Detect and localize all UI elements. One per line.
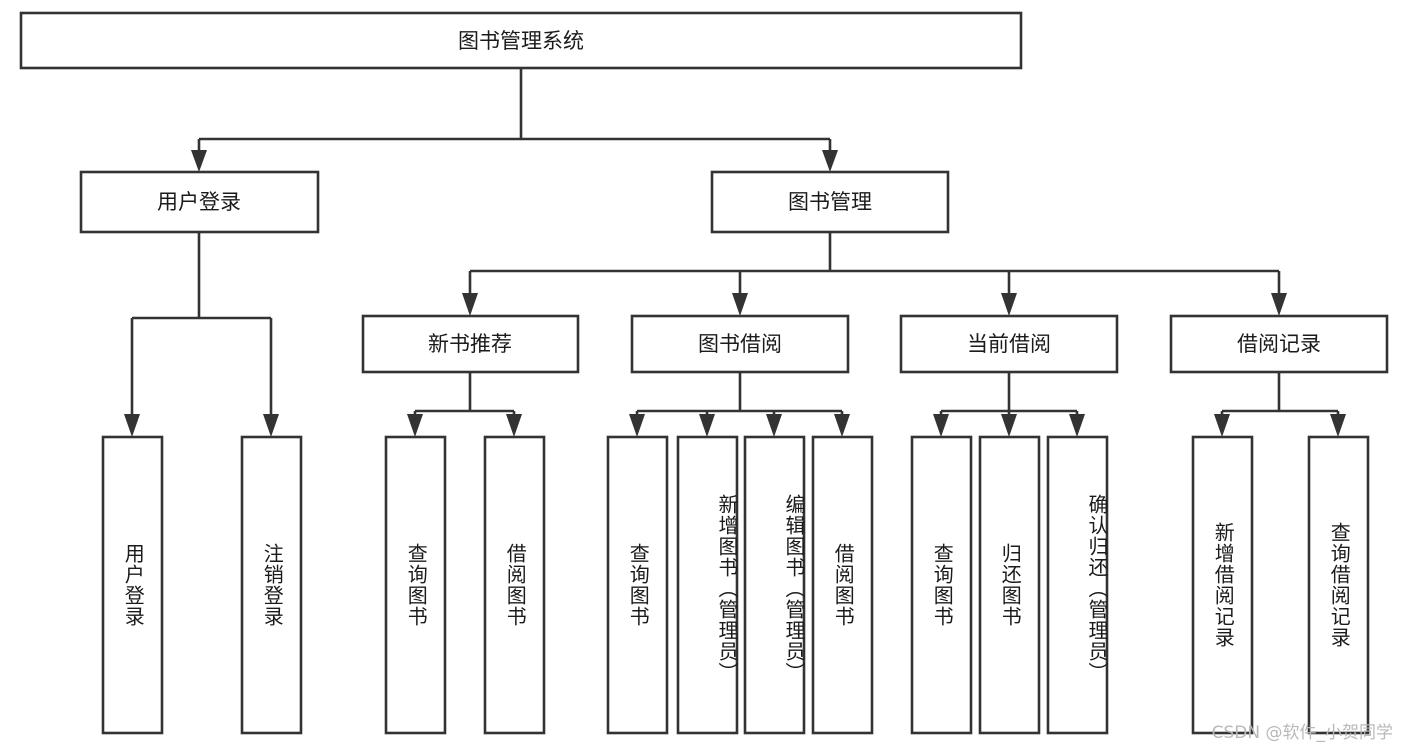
node-borrow-record-label: 借阅记录 [1237, 332, 1321, 356]
node-user-login[interactable]: 用户登录 [79, 170, 320, 234]
watermark-text: CSDN @软件_小贺同学 [1211, 723, 1393, 743]
leaf-node-layer [101, 435, 1370, 735]
node-leaf-edit-book-box[interactable] [743, 435, 806, 735]
arrow-head-leaf-query-book-2 [629, 414, 645, 437]
arrow-head-leaf-borrow-book-1 [506, 414, 522, 437]
node-user-login-box[interactable] [79, 170, 320, 234]
arrow-head-leaf-return-book [1001, 414, 1017, 437]
node-borrow-record-box[interactable] [1169, 314, 1389, 374]
arrow-head-borrow-record [1271, 293, 1287, 316]
node-user-login-label: 用户登录 [157, 190, 241, 214]
node-borrow-record[interactable]: 借阅记录 [1169, 314, 1389, 374]
node-leaf-add-book-box[interactable] [676, 435, 739, 735]
arrow-head-leaf-edit-book [766, 414, 782, 437]
arrow-head-user-login [191, 150, 207, 172]
node-leaf-query-book-2-box[interactable] [606, 435, 669, 735]
node-root[interactable]: 图书管理系统 [19, 11, 1023, 70]
connector-layer [124, 68, 1346, 437]
arrow-head-leaf-logout-login [263, 414, 279, 437]
arrow-head-leaf-query-book-3 [933, 414, 949, 437]
node-leaf-query-book-3-box[interactable] [910, 435, 973, 735]
arrow-head-leaf-query-record [1330, 414, 1346, 437]
node-leaf-borrow-book-2-box[interactable] [811, 435, 874, 735]
node-new-book-recommend[interactable]: 新书推荐 [361, 314, 580, 374]
node-book-borrow-label: 图书借阅 [698, 332, 782, 356]
node-leaf-borrow-book-1-box[interactable] [483, 435, 546, 735]
node-new-book-recommend-box[interactable] [361, 314, 580, 374]
node-leaf-add-record-box[interactable] [1191, 435, 1254, 735]
node-root-label: 图书管理系统 [458, 29, 584, 53]
arrow-head-leaf-add-record [1214, 414, 1230, 437]
node-book-management[interactable]: 图书管理 [710, 170, 950, 234]
node-leaf-logout-login-box[interactable] [240, 435, 303, 735]
arrow-head-leaf-add-book [699, 414, 715, 437]
arrow-head-leaf-query-book-1 [407, 414, 423, 437]
node-leaf-confirm-return-box[interactable] [1046, 435, 1109, 735]
node-root-box[interactable] [19, 11, 1023, 70]
node-book-management-box[interactable] [710, 170, 950, 234]
arrow-head-leaf-borrow-book-2 [834, 414, 850, 437]
node-leaf-query-book-1-box[interactable] [384, 435, 447, 735]
node-leaf-user-login-box[interactable] [101, 435, 164, 735]
node-current-borrow-box[interactable] [899, 314, 1119, 374]
arrow-head-book-management [822, 150, 838, 172]
node-current-borrow[interactable]: 当前借阅 [899, 314, 1119, 374]
node-book-borrow-box[interactable] [630, 314, 850, 374]
node-book-management-label: 图书管理 [788, 190, 872, 214]
arrow-head-leaf-confirm-return [1069, 414, 1085, 437]
node-current-borrow-label: 当前借阅 [967, 332, 1051, 356]
node-book-borrow[interactable]: 图书借阅 [630, 314, 850, 374]
node-new-book-recommend-label: 新书推荐 [428, 332, 512, 356]
arrow-head-leaf-user-login [124, 414, 140, 437]
arrow-head-current-borrow [1001, 293, 1017, 316]
node-leaf-return-book-box[interactable] [978, 435, 1041, 735]
node-leaf-query-record-box[interactable] [1307, 435, 1370, 735]
arrow-head-book-borrow [732, 293, 748, 316]
arrow-head-new-book-recommend [462, 293, 478, 316]
